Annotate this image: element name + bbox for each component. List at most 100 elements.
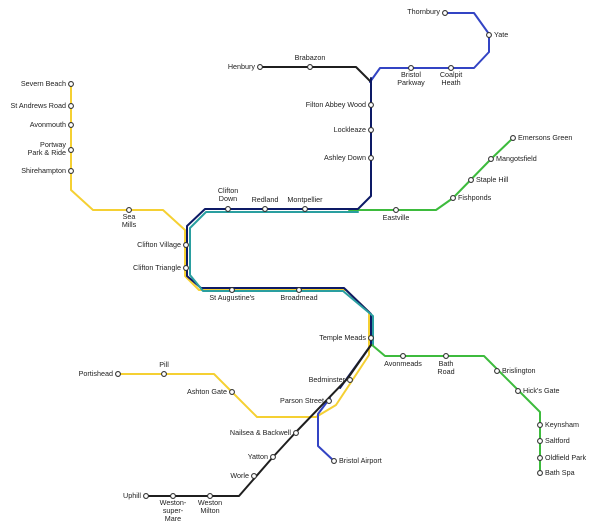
station-marker[interactable] [408, 65, 414, 71]
station-marker[interactable] [468, 177, 474, 183]
station-marker[interactable] [68, 147, 74, 153]
station-marker[interactable] [331, 458, 337, 464]
station-hicks-gate[interactable]: Hick's Gate [515, 386, 560, 395]
station-bath-spa[interactable]: Bath Spa [537, 468, 575, 477]
station-brislington[interactable]: Brislington [494, 366, 536, 375]
station-montpellier[interactable]: Montpellier [287, 195, 323, 212]
station-saltford[interactable]: Saltford [537, 436, 570, 445]
station-marker[interactable] [347, 377, 353, 383]
station-ashley-down[interactable]: Ashley Down [324, 153, 374, 162]
station-marker[interactable] [393, 207, 399, 213]
station-marker[interactable] [302, 206, 308, 212]
station-ashton-gate[interactable]: Ashton Gate [187, 387, 235, 396]
station-marker[interactable] [326, 398, 332, 404]
station-broadmead[interactable]: Broadmead [280, 287, 318, 302]
station-marker[interactable] [126, 207, 132, 213]
station-bristol-airport[interactable]: Bristol Airport [331, 456, 382, 465]
station-pill[interactable]: Pill [159, 360, 169, 377]
station-emersons-green[interactable]: Emersons Green [510, 133, 573, 142]
station-marker[interactable] [225, 206, 231, 212]
station-marker[interactable] [270, 454, 276, 460]
station-avonmouth[interactable]: Avonmouth [30, 120, 74, 129]
station-shirehampton[interactable]: Shirehampton [21, 166, 74, 175]
station-oldfield-park[interactable]: Oldfield Park [537, 453, 587, 462]
station-fishponds[interactable]: Fishponds [450, 193, 492, 202]
station-marker[interactable] [368, 155, 374, 161]
station-marker[interactable] [537, 422, 543, 428]
station-marker[interactable] [368, 102, 374, 108]
station-marker[interactable] [143, 493, 149, 499]
station-brabazon[interactable]: Brabazon [295, 53, 326, 70]
station-parson-street[interactable]: Parson Street [280, 396, 332, 405]
route-black-henbury [259, 66, 372, 83]
station-marker[interactable] [400, 353, 406, 359]
station-marker[interactable] [229, 287, 235, 293]
station-staple-hill[interactable]: Staple Hill [468, 175, 509, 184]
station-uphill[interactable]: Uphill [123, 491, 149, 500]
station-marker[interactable] [494, 368, 500, 374]
station-marker[interactable] [207, 493, 213, 499]
station-marker[interactable] [537, 455, 543, 461]
station-marker[interactable] [68, 81, 74, 87]
station-marker[interactable] [183, 265, 189, 271]
station-marker[interactable] [368, 127, 374, 133]
station-bedminster[interactable]: Bedminster [309, 375, 353, 384]
station-label: Montpellier [287, 195, 323, 204]
station-st-andrews-road[interactable]: St Andrews Road [10, 101, 74, 110]
station-weston-super-mare[interactable]: Weston-super-Mare [160, 493, 187, 523]
station-filton-abbey-wood[interactable]: Filton Abbey Wood [306, 100, 374, 109]
station-marker[interactable] [229, 389, 235, 395]
station-marker[interactable] [515, 388, 521, 394]
station-marker[interactable] [307, 64, 313, 70]
station-temple-meads[interactable]: Temple Meads [319, 333, 374, 342]
station-marker[interactable] [486, 32, 492, 38]
station-marker[interactable] [251, 473, 257, 479]
station-keynsham[interactable]: Keynsham [537, 420, 579, 429]
station-marker[interactable] [443, 353, 449, 359]
station-avonmeads[interactable]: Avonmeads [384, 353, 422, 368]
station-eastville[interactable]: Eastville [383, 207, 410, 222]
station-marker[interactable] [183, 242, 189, 248]
station-marker[interactable] [170, 493, 176, 499]
station-yatton[interactable]: Yatton [248, 452, 276, 461]
station-mangotsfield[interactable]: Mangotsfield [488, 154, 537, 163]
station-marker[interactable] [293, 430, 299, 436]
station-lockleaze[interactable]: Lockleaze [334, 125, 374, 134]
station-marker[interactable] [368, 335, 374, 341]
station-marker[interactable] [262, 206, 268, 212]
station-st-augustines[interactable]: St Augustine's [209, 287, 255, 302]
station-clifton-village[interactable]: Clifton Village [137, 240, 189, 249]
station-marker[interactable] [450, 195, 456, 201]
station-portishead[interactable]: Portishead [79, 369, 121, 378]
station-thornbury[interactable]: Thornbury [407, 7, 448, 16]
station-marker[interactable] [448, 65, 454, 71]
station-henbury[interactable]: Henbury [228, 62, 263, 71]
station-marker[interactable] [488, 156, 494, 162]
station-marker[interactable] [296, 287, 302, 293]
station-yate[interactable]: Yate [486, 30, 509, 39]
station-marker[interactable] [442, 10, 448, 16]
station-marker[interactable] [510, 135, 516, 141]
station-marker[interactable] [68, 168, 74, 174]
station-marker[interactable] [115, 371, 121, 377]
station-marker[interactable] [537, 470, 543, 476]
station-marker[interactable] [537, 438, 543, 444]
station-marker[interactable] [68, 103, 74, 109]
station-label: Weston-super-Mare [160, 498, 187, 523]
station-severn-beach[interactable]: Severn Beach [21, 79, 74, 88]
station-clifton-triangle[interactable]: Clifton Triangle [133, 263, 189, 272]
station-marker[interactable] [161, 371, 167, 377]
station-marker[interactable] [68, 122, 74, 128]
station-nailsea-backwell[interactable]: Nailsea & Backwell [230, 428, 299, 437]
station-worle[interactable]: Worle [230, 471, 257, 480]
station-marker[interactable] [257, 64, 263, 70]
station-redland[interactable]: Redland [252, 195, 279, 212]
